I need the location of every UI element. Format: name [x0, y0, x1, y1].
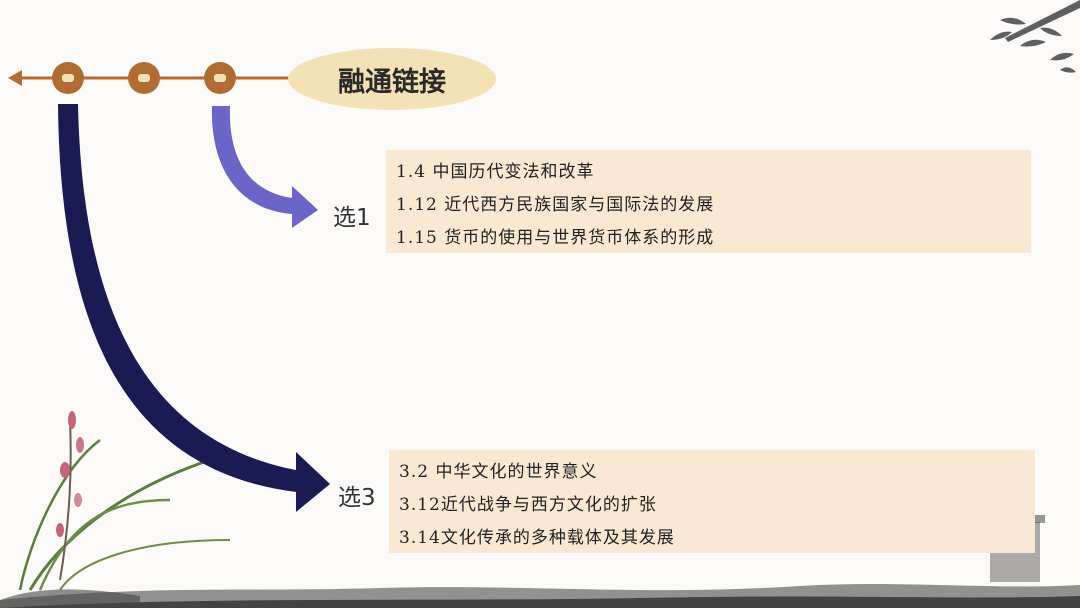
title-pill: 融通链接 [288, 48, 496, 110]
group-label-select1: 选1 [333, 205, 371, 231]
course-item: 3.14文化传承的多种载体及其发展 [399, 528, 675, 548]
arrow-to-select3 [58, 104, 330, 512]
course-item: 3.2 中华文化的世界意义 [399, 462, 598, 482]
course-box-select3: 3.2 中华文化的世界意义 3.12近代战争与西方文化的扩张 3.14文化传承的… [389, 450, 1035, 553]
course-item: 3.12近代战争与西方文化的扩张 [399, 495, 657, 515]
coin-node-icon [128, 62, 160, 94]
page-title: 融通链接 [338, 66, 446, 98]
group-label-select3: 选3 [338, 485, 376, 511]
course-item: 1.15 货币的使用与世界货币体系的形成 [396, 228, 715, 248]
coin-node-icon [52, 62, 84, 94]
arrow-to-select1 [211, 106, 318, 228]
course-box-select1: 1.4 中国历代变法和改革 1.12 近代西方民族国家与国际法的发展 1.15 … [386, 150, 1031, 253]
timeline-arrowhead-icon [8, 70, 22, 86]
coin-node-icon [204, 62, 236, 94]
course-item: 1.4 中国历代变法和改革 [396, 162, 595, 182]
course-item: 1.12 近代西方民族国家与国际法的发展 [396, 195, 715, 215]
bamboo-branch-icon [990, 0, 1080, 73]
orchid-plant-icon [0, 411, 231, 608]
